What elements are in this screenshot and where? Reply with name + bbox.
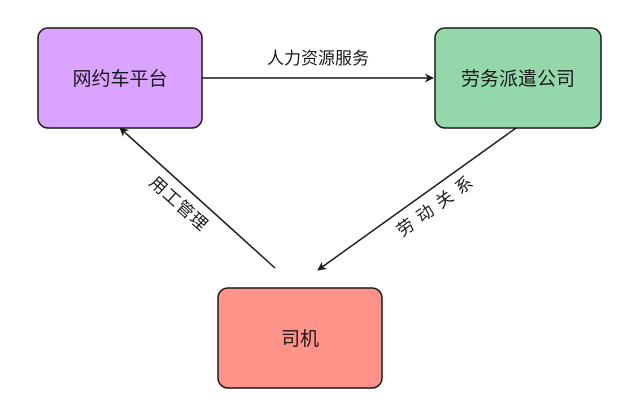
node-agency: 劳务派遣公司 — [434, 27, 602, 129]
node-agency-label: 劳务派遣公司 — [461, 68, 575, 90]
node-driver-box — [217, 287, 383, 389]
edge-platform-to-agency: 人力资源服务 — [202, 49, 434, 83]
edge-agency-to-driver-line — [317, 127, 517, 271]
edge-driver-to-platform-label: 用工管理 — [145, 173, 212, 236]
edge-agency-to-driver: 劳动关系 — [317, 127, 517, 271]
edge-driver-to-platform: 用工管理 — [119, 127, 276, 269]
node-platform: 网约车平台 — [37, 27, 203, 129]
node-platform-label: 网约车平台 — [72, 68, 167, 90]
edge-driver-to-platform-line — [119, 127, 276, 269]
edge-agency-to-driver-label: 劳动关系 — [393, 169, 482, 242]
edge-platform-to-agency-label: 人力资源服务 — [267, 49, 369, 69]
node-driver-label: 司机 — [281, 328, 319, 350]
node-driver: 司机 — [217, 287, 383, 389]
node-agency-box — [434, 27, 602, 129]
node-platform-box — [37, 27, 203, 129]
